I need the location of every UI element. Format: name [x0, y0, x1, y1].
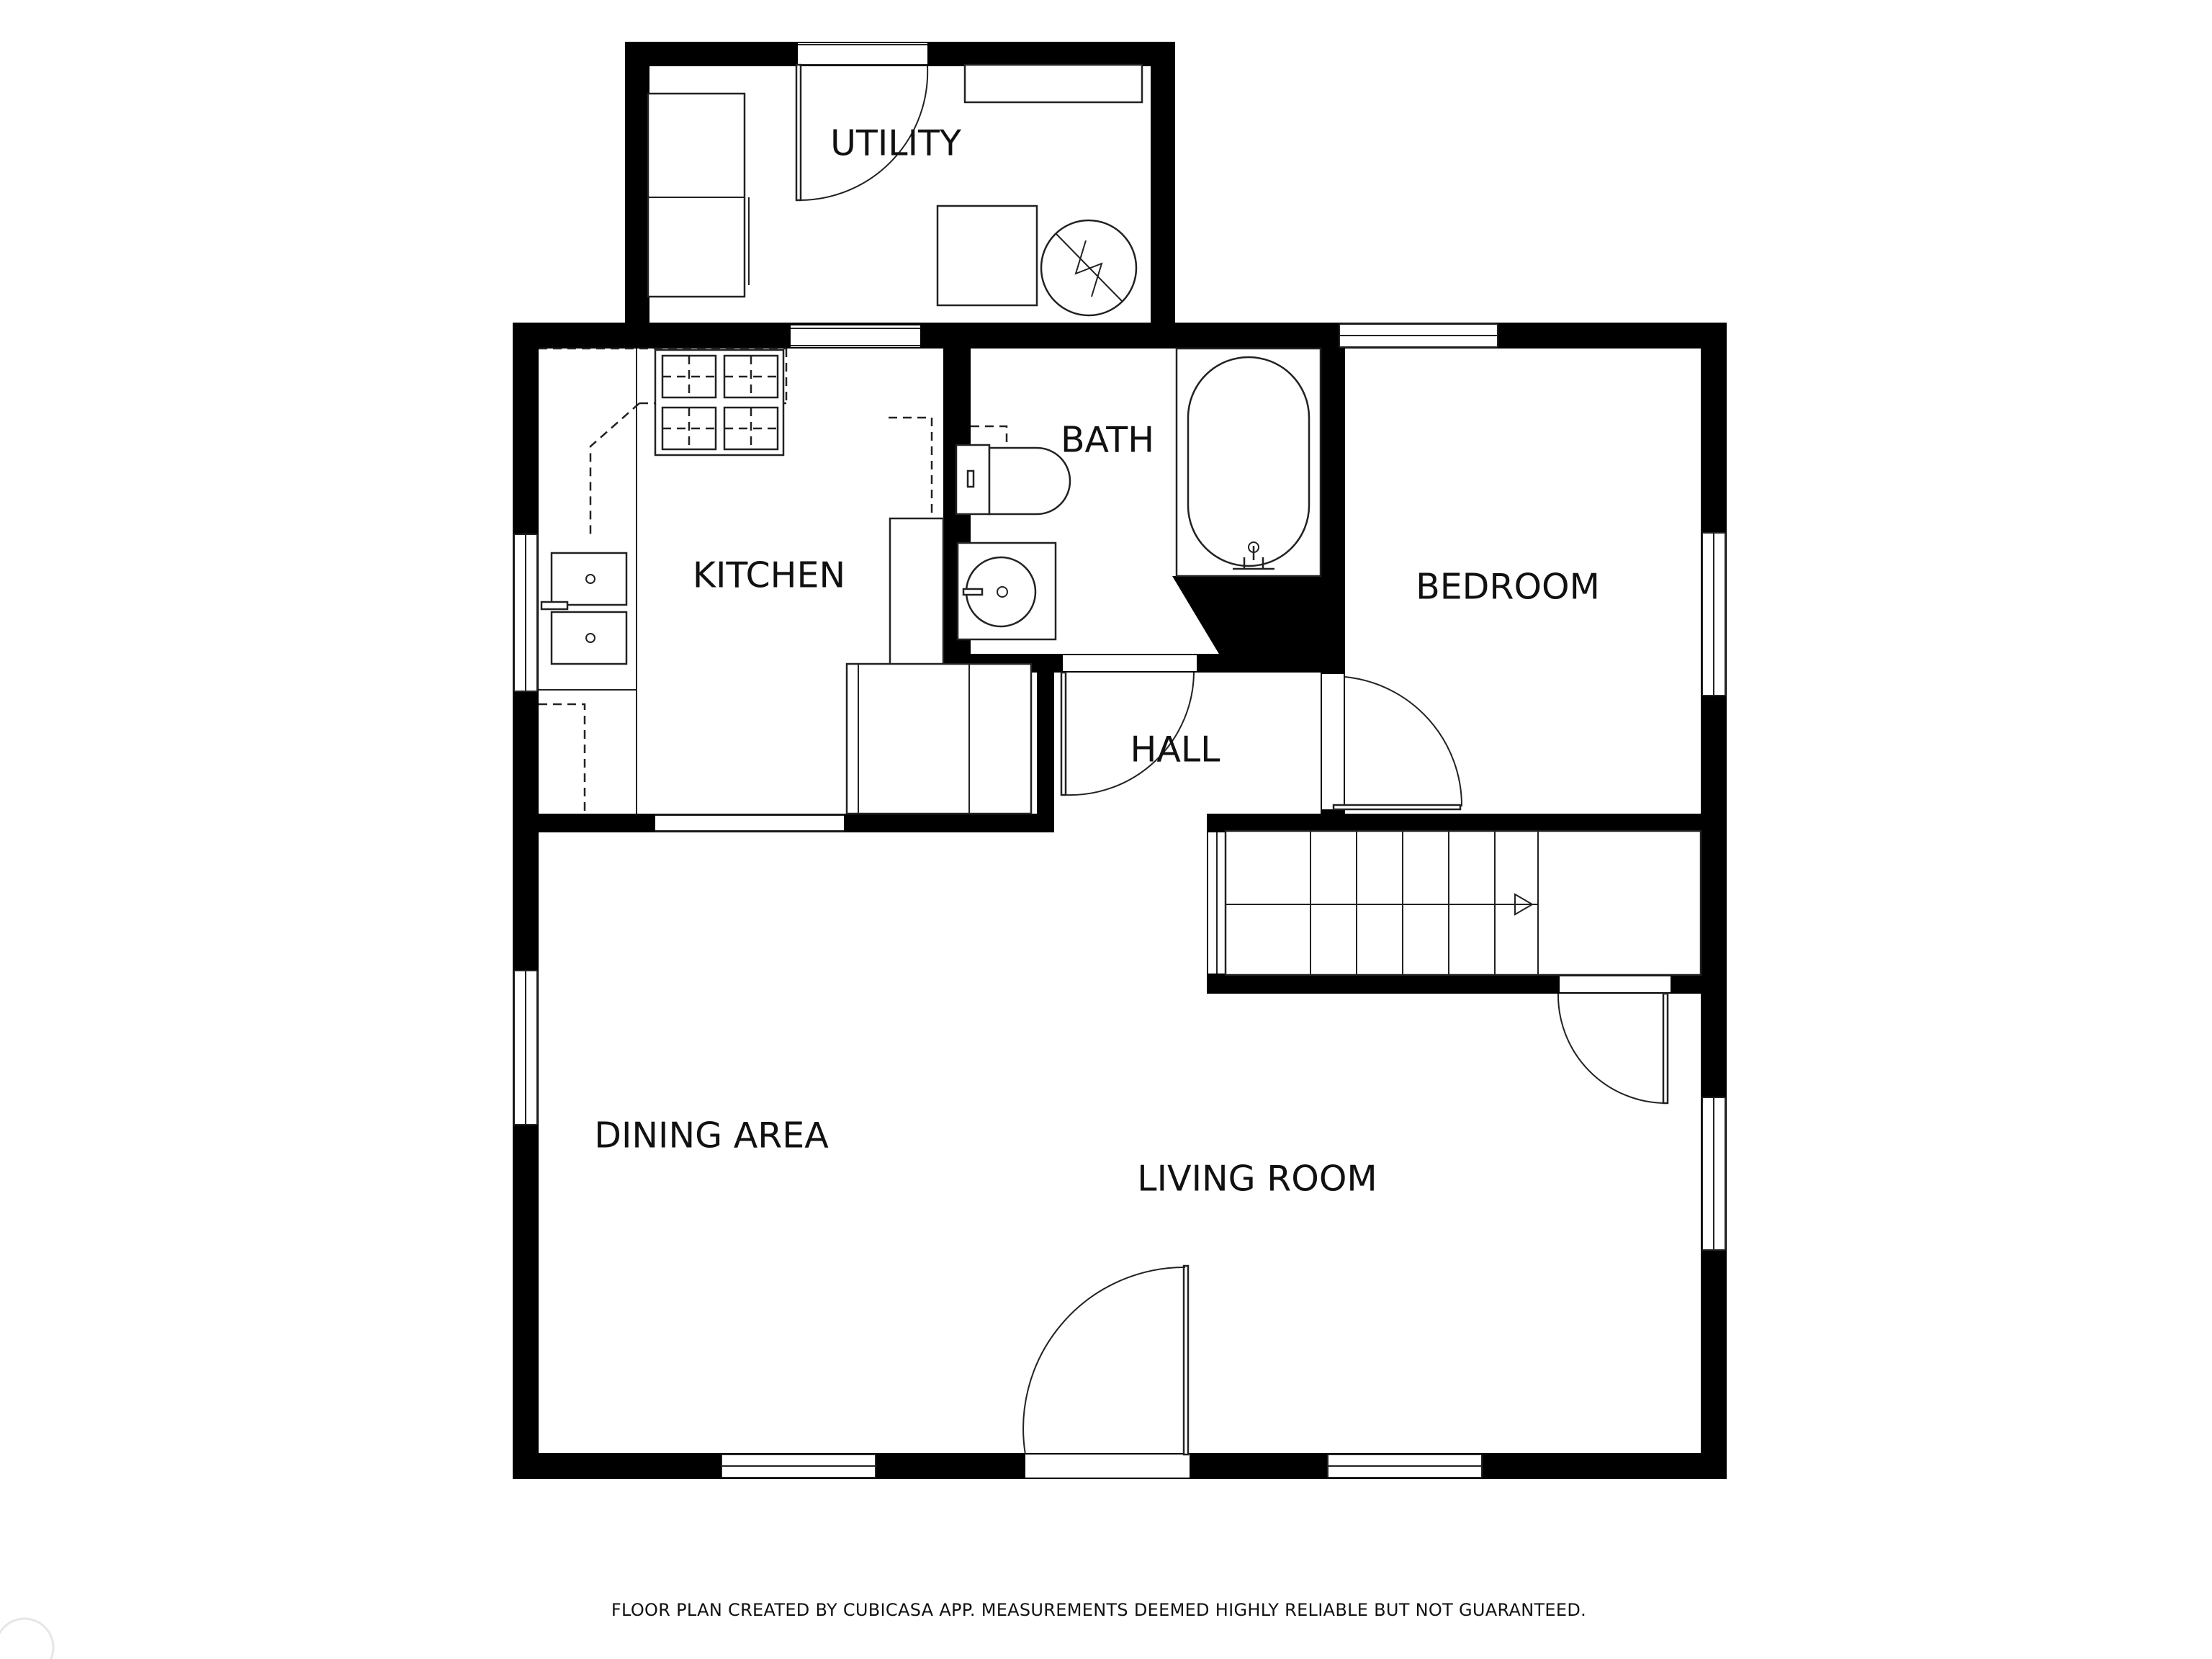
- sink-drain: [585, 574, 595, 584]
- room-label-kitchen: KITCHEN: [693, 555, 845, 596]
- room-label-hall: HALL: [1130, 729, 1221, 770]
- door-swing-bath: [1065, 672, 1195, 796]
- bathtub-faucet-icon: [1233, 546, 1274, 570]
- fridge-clearance: [889, 416, 933, 518]
- sink-faucet: [540, 601, 569, 611]
- door-swing-utility: [800, 66, 929, 201]
- corner-mark-icon: [0, 1617, 55, 1659]
- utility-wall-left: [625, 42, 649, 336]
- utility-cabinet: [647, 92, 746, 298]
- bath-faucet: [962, 588, 984, 596]
- bath-door-gap: [1063, 655, 1197, 671]
- stair-run: [1224, 830, 1702, 976]
- stove-range: [654, 349, 785, 457]
- tub-drain: [1248, 541, 1259, 553]
- washer: [936, 204, 1038, 307]
- doors: [795, 63, 1669, 1456]
- kitchen-sink-basin: [550, 611, 628, 665]
- outer-wall-right: [1701, 323, 1727, 1479]
- openings: [655, 43, 1671, 1478]
- door-leaf-front: [1182, 1264, 1190, 1456]
- kitchen-pantry-cabinet: [845, 662, 1033, 815]
- room-label-living: LIVING ROOM: [1137, 1159, 1377, 1200]
- water-heater-bolt-icon: [1074, 240, 1103, 297]
- utility-shelf: [963, 63, 1143, 104]
- water-heater-diagonal: [1055, 233, 1123, 302]
- utility-wall-right: [1151, 42, 1175, 336]
- utility-fixtures: [647, 63, 1143, 317]
- dishwasher-outline: [539, 703, 586, 814]
- door-leaf-utility: [795, 63, 802, 202]
- kitchen-dining-gap: [655, 815, 844, 831]
- room-label-bath: BATH: [1061, 420, 1154, 461]
- toilet-flush-icon: [966, 469, 975, 488]
- tub-corner-block: [1172, 576, 1332, 662]
- toilet-bowl: [988, 446, 1071, 516]
- door-leaf-bedroom: [1332, 804, 1462, 811]
- front-door-gap: [1025, 1455, 1190, 1478]
- utility-top-door-gap: [798, 43, 927, 65]
- bathtub-basin: [1187, 356, 1310, 567]
- room-label-bedroom: BEDROOM: [1416, 567, 1600, 608]
- bedroom-door-gap: [1322, 674, 1344, 809]
- windows: [513, 44, 1726, 1478]
- door-swing-closet: [1557, 993, 1665, 1104]
- room-labels: UTILITY BATH KITCHEN BEDROOM HALL DINING…: [594, 123, 1600, 1200]
- sink-drain: [585, 633, 595, 643]
- door-swing-front: [1022, 1266, 1186, 1455]
- kitchen-sink-basin: [550, 552, 628, 606]
- room-label-utility: UTILITY: [830, 123, 962, 164]
- closet-door-gap: [1560, 976, 1671, 992]
- bath-fixtures: [955, 347, 1322, 641]
- stair-direction-arrow-icon: [1514, 893, 1534, 916]
- stairs: [1224, 830, 1702, 976]
- fridge-outline: [889, 517, 945, 671]
- kitchen-upper-cabinets: [539, 347, 788, 534]
- bedroom-bottom-wall: [1207, 814, 1727, 831]
- bath-sink-drain: [997, 586, 1008, 598]
- room-label-dining: DINING AREA: [594, 1115, 829, 1156]
- door-leaf-closet: [1662, 992, 1669, 1105]
- door-swing-bedroom: [1344, 676, 1463, 807]
- kitchen-fixtures: [539, 347, 1033, 815]
- outer-wall-left: [513, 323, 539, 1479]
- footer-disclaimer: FLOOR PLAN CREATED BY CUBICASA APP. MEAS…: [611, 1600, 1586, 1620]
- hall-left-wall: [1037, 654, 1054, 832]
- door-leaf-bath: [1060, 671, 1067, 796]
